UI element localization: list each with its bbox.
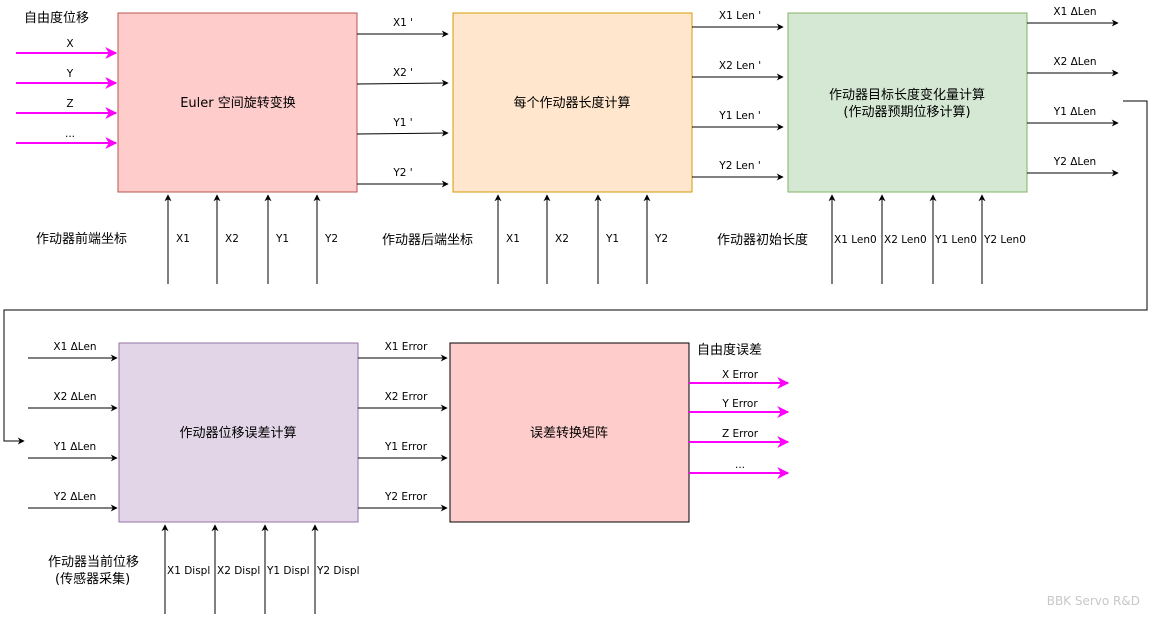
error-output-label: X1 Error <box>385 341 428 353</box>
euler-output-arrow <box>356 129 449 137</box>
actuator-length-block[interactable]: 每个作动器长度计算 <box>452 12 693 193</box>
signal-arrows <box>16 19 1119 614</box>
euler-output-arrow <box>356 79 449 87</box>
euler-output-label: X2 ' <box>393 67 413 79</box>
euler-output-label: X1 ' <box>393 17 413 29</box>
rear-coord-label: Y2 <box>654 233 668 245</box>
euler-output-label: Y2 ' <box>392 167 412 179</box>
euler-rotation-title: Euler 空间旋转变换 <box>180 95 296 111</box>
length-output-label: Y2 Len ' <box>718 160 760 172</box>
rear-coord-label: Y1 <box>605 233 619 245</box>
target-output-label: X1 ΔLen <box>1053 6 1096 18</box>
length-output-label: X2 Len ' <box>719 60 761 72</box>
dof-input-label: Y <box>66 68 74 80</box>
length-output-label: Y1 Len ' <box>718 110 760 122</box>
front-coords-title: 作动器前端坐标 <box>36 231 127 247</box>
error-output-label: Y2 Error <box>384 491 428 503</box>
dof-error-output-label: ... <box>735 459 745 471</box>
error-input-label: X2 ΔLen <box>53 391 96 403</box>
euler-rotation-block[interactable]: Euler 空间旋转变换 <box>117 12 358 193</box>
len0-input-label: Y1 Len0 <box>934 234 977 246</box>
dof-displacement-title: 自由度位移 <box>24 10 89 26</box>
initial-length-title: 作动器初始长度 <box>717 232 808 248</box>
displacement-input-label: Y2 Displ <box>316 565 360 577</box>
target-length-change-title: 作动器目标长度变化量计算 <box>829 87 985 103</box>
displacement-input-label: X1 Displ <box>167 565 210 577</box>
dof-input-label: Z <box>66 98 73 110</box>
target-output-label: Y1 ΔLen <box>1053 106 1096 118</box>
rear-coord-label: X2 <box>555 233 569 245</box>
len0-input-label: Y2 Len0 <box>983 234 1026 246</box>
front-coord-label: Y2 <box>324 233 338 245</box>
signal-labels: X Y Z... X1 ' X2 ' Y1 ' Y2 ' X1 X2 Y1 Y2 X1 Len ' X2… <box>53 6 1097 577</box>
target-length-change-subtitle: (作动器预期位移计算) <box>843 105 970 120</box>
dof-error-output-label: X Error <box>722 369 759 381</box>
dof-input-label: X <box>66 38 73 50</box>
len0-input-label: X1 Len0 <box>834 234 877 246</box>
rear-coord-label: X1 <box>506 233 520 245</box>
target-output-label: Y2 ΔLen <box>1053 156 1096 168</box>
error-output-label: Y1 Error <box>384 441 428 453</box>
displacement-input-label: X2 Displ <box>217 565 260 577</box>
error-input-label: Y1 ΔLen <box>53 441 96 453</box>
target-length-change-block[interactable]: 作动器目标长度变化量计算 (作动器预期位移计算) <box>787 12 1028 193</box>
target-output-label: X2 ΔLen <box>1053 56 1096 68</box>
error-transform-matrix-title: 误差转换矩阵 <box>530 426 608 441</box>
dof-input-label: ... <box>65 128 75 140</box>
feedback-connector <box>3 100 1148 445</box>
length-output-label: X1 Len ' <box>719 10 761 22</box>
error-transform-matrix-block[interactable]: 误差转换矩阵 <box>449 342 690 523</box>
rear-coords-title: 作动器后端坐标 <box>382 233 473 248</box>
dof-error-title: 自由度误差 <box>697 342 762 358</box>
current-displacement-subtitle: (传感器采集) <box>55 571 130 587</box>
error-input-label: X1 ΔLen <box>53 341 96 353</box>
displacement-error-title: 作动器位移误差计算 <box>179 426 296 441</box>
front-coord-label: X2 <box>225 233 239 245</box>
dof-error-output-label: Z Error <box>722 428 759 440</box>
displacement-input-label: Y1 Displ <box>266 565 310 577</box>
front-coord-label: Y1 <box>275 233 289 245</box>
displacement-error-block[interactable]: 作动器位移误差计算 <box>118 342 359 523</box>
watermark-text: BBK Servo R&D <box>1047 594 1140 608</box>
front-coord-label: X1 <box>176 233 190 245</box>
euler-output-label: Y1 ' <box>392 117 412 129</box>
len0-input-label: X2 Len0 <box>884 234 927 246</box>
error-output-label: X2 Error <box>385 391 428 403</box>
current-displacement-title: 作动器当前位移 <box>48 554 139 570</box>
error-input-label: Y2 ΔLen <box>53 491 96 503</box>
actuator-length-title: 每个作动器长度计算 <box>513 95 630 111</box>
dof-error-output-label: Y Error <box>721 398 758 410</box>
